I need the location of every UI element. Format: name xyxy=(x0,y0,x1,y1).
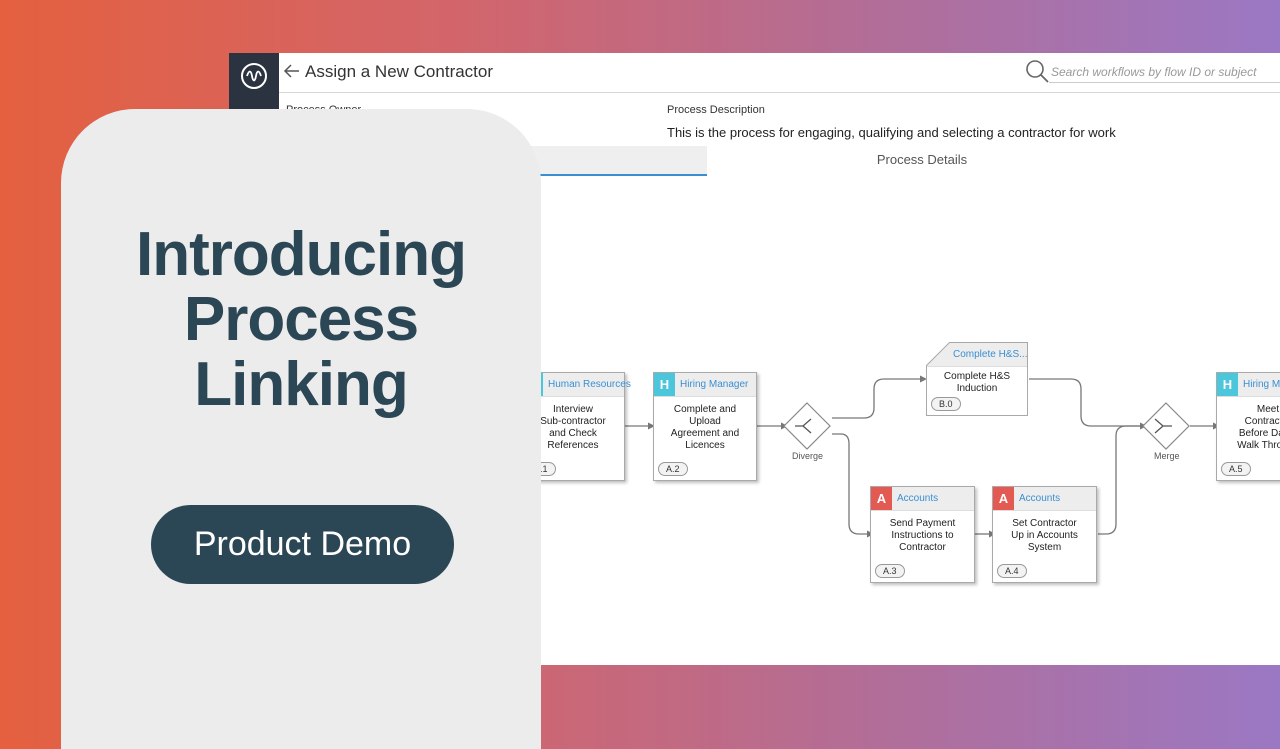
card-text: System xyxy=(1027,542,1062,553)
headline-line: Linking xyxy=(194,350,408,419)
card-id-badge: A.3 xyxy=(875,564,905,578)
linked-process-fold-icon xyxy=(926,342,951,367)
headline-line: Process xyxy=(183,285,419,354)
card-text: References xyxy=(547,440,599,451)
card-text: Contractor xyxy=(1244,416,1280,427)
merge-label: Merge xyxy=(1154,451,1180,461)
app-logo-icon[interactable] xyxy=(241,63,267,89)
card-text: Up in Accounts xyxy=(1011,530,1078,541)
promo-headline: Introducing Process Linking xyxy=(61,222,541,417)
card-id-badge: A.4 xyxy=(997,564,1027,578)
card-text: Induction xyxy=(956,383,998,394)
card-text: Before Day 1 xyxy=(1238,428,1280,439)
diverge-label: Diverge xyxy=(792,451,824,461)
card-text: Sub-contractor xyxy=(540,416,606,427)
tab-process-details[interactable]: Process Details xyxy=(876,152,968,167)
card-text: Walk Through xyxy=(1237,440,1280,451)
card-text: Set Contractor xyxy=(1012,518,1077,529)
card-text: Licences xyxy=(685,440,725,451)
card-text: Meet xyxy=(1256,404,1280,415)
top-bar: Assign a New Contractor xyxy=(279,53,1280,93)
card-text: Contractor xyxy=(899,542,946,553)
process-description: This is the process for engaging, qualif… xyxy=(667,125,1116,140)
process-description-label: Process Description xyxy=(667,104,765,116)
card-text: Interview xyxy=(552,404,593,415)
card-text: Instructions to xyxy=(891,530,954,541)
page-title: Assign a New Contractor xyxy=(305,62,494,81)
promo-panel: Introducing Process Linking xyxy=(61,109,541,749)
card-text: Complete and xyxy=(673,404,737,415)
card-text: Agreement and xyxy=(670,428,740,439)
card-role: Hiring Manager xyxy=(680,379,749,390)
card-text: and Check xyxy=(549,428,597,439)
search-icon[interactable] xyxy=(1024,58,1050,84)
card-text: Upload xyxy=(689,416,721,427)
card-role: Accounts xyxy=(1019,493,1061,504)
diverge-gateway xyxy=(783,402,831,450)
flow-card-a5[interactable]: H Hiring Manager MeetContractorBefore Day… xyxy=(1216,372,1280,481)
role-badge: H xyxy=(1217,373,1238,396)
search-input[interactable] xyxy=(1049,62,1280,83)
card-id-badge: B.0 xyxy=(931,397,961,411)
card-role: Complete H&S... xyxy=(953,349,1028,360)
card-role: Hiring Manager xyxy=(1243,379,1280,390)
back-arrow-icon[interactable] xyxy=(283,62,301,80)
headline-line: Introducing xyxy=(136,220,467,289)
card-text: Complete H&S xyxy=(943,371,1011,382)
role-badge: A xyxy=(871,487,892,510)
product-demo-button[interactable]: Product Demo xyxy=(151,505,454,584)
card-text: Send Payment xyxy=(889,518,956,529)
card-id-badge: A.2 xyxy=(658,462,688,476)
card-role: Accounts xyxy=(897,493,939,504)
card-id-badge: A.5 xyxy=(1221,462,1251,476)
card-role: Human Resources xyxy=(548,379,631,390)
role-badge: H xyxy=(654,373,675,396)
role-badge: A xyxy=(993,487,1014,510)
